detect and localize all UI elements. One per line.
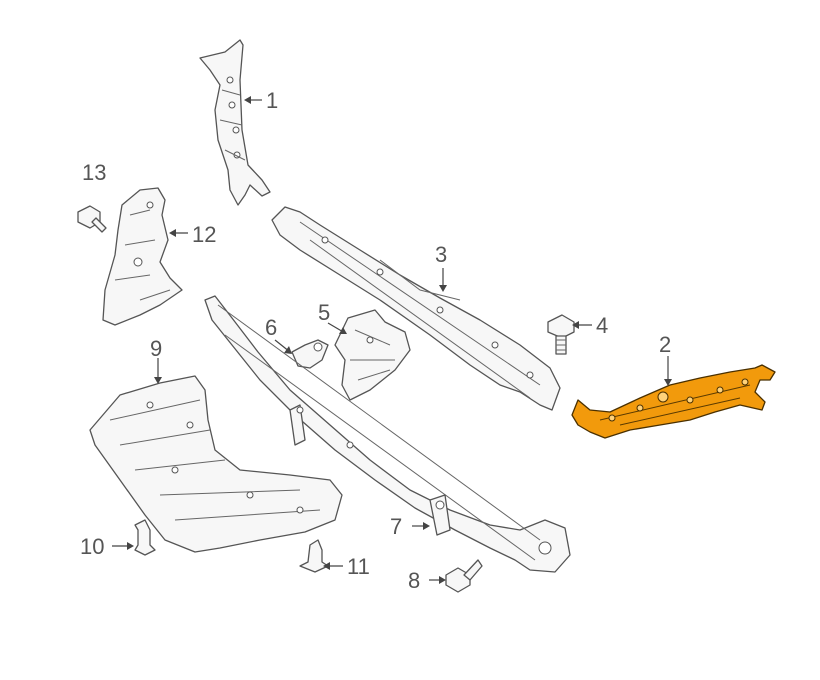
leader-lines <box>112 96 672 584</box>
callout-9: 9 <box>150 336 162 361</box>
part-3-beam <box>271 206 561 411</box>
callout-8: 8 <box>408 568 420 593</box>
part-4-bolt <box>547 314 575 355</box>
callout-12: 12 <box>192 222 216 247</box>
callout-11: 11 <box>347 554 370 579</box>
part-6-clip <box>291 339 329 369</box>
part-12-bracket <box>102 187 183 326</box>
part-2-highlighted-support <box>571 364 776 439</box>
callout-5: 5 <box>318 300 330 325</box>
callout-4: 4 <box>596 313 608 338</box>
part-9-undercover <box>89 375 343 553</box>
part-8-bolt <box>445 559 483 593</box>
callout-6: 6 <box>265 315 277 340</box>
callout-2: 2 <box>659 332 671 357</box>
callout-13: 13 <box>82 160 106 185</box>
part-13-bolt <box>77 205 107 233</box>
part-10-clip <box>134 519 156 556</box>
callout-3: 3 <box>435 242 447 267</box>
part-11-clip <box>299 539 329 573</box>
callout-1: 1 <box>266 88 278 113</box>
callout-10: 10 <box>80 534 104 559</box>
callout-7: 7 <box>390 514 402 539</box>
part-1-bracket <box>199 39 271 206</box>
part-5-bracket <box>334 309 411 401</box>
part-7-beam <box>204 295 571 573</box>
